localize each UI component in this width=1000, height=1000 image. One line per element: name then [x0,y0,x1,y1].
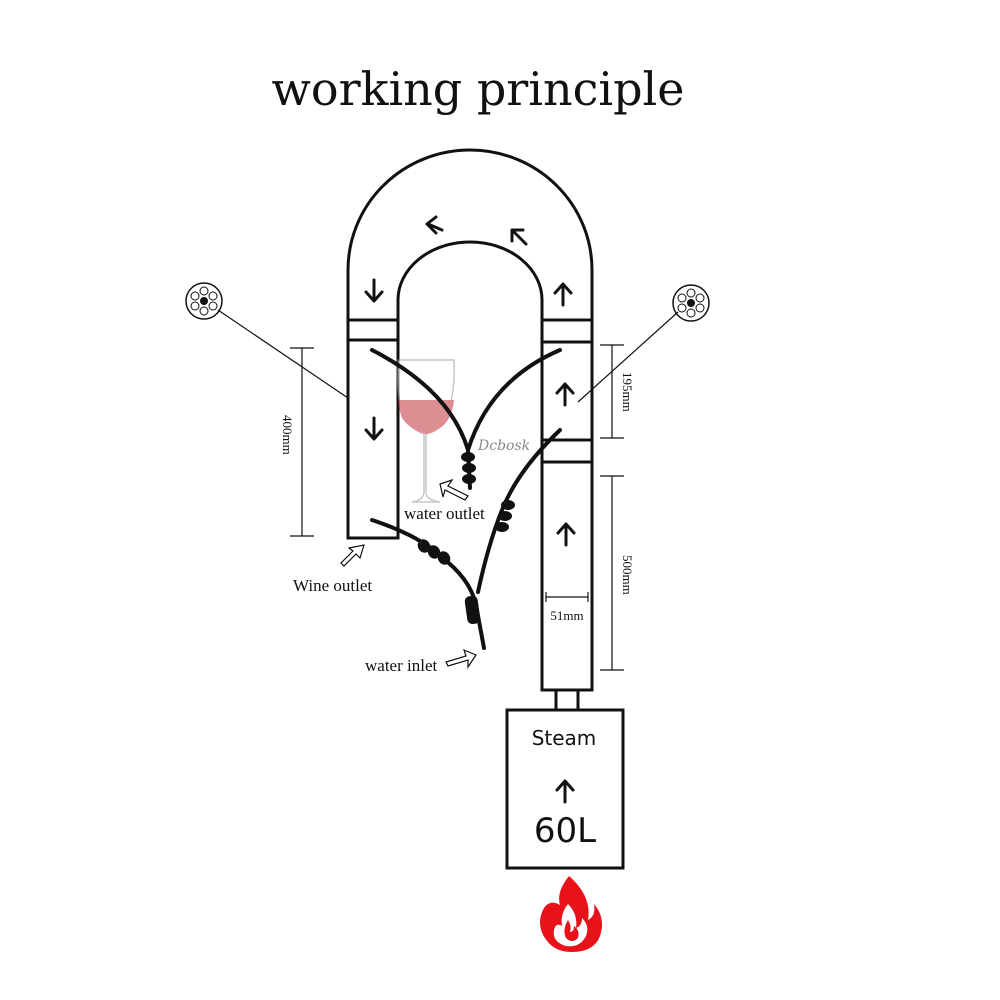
arrow-up-left-icon [510,228,528,246]
flange-leader-right [577,311,679,403]
watermark-text: Dcbosk [477,438,530,454]
steam-arrow-icon [555,779,575,804]
arrow-down-icon [364,416,384,441]
u-bend-tube [346,148,594,347]
water-inlet-label: water inlet [365,656,437,675]
dimension-label-195: 195mm [620,372,635,412]
dimension-label-51: 51mm [550,608,583,623]
boiler-tank [505,708,625,870]
steam-label: Steam [532,726,597,750]
hollow-arrow-icon [340,544,365,567]
arrow-up-icon [553,282,573,307]
tank-volume: 60L [534,811,596,851]
wine-glass-icon [396,359,455,503]
arrow-up-icon [555,382,575,407]
dimension-right-lower [600,475,624,671]
dimension-right-upper [600,344,624,439]
flow-arrows [364,215,576,547]
hose-connectors [417,452,515,625]
flange-icon [185,282,223,320]
page-title: working principle [272,62,685,116]
flame-icon [540,876,602,952]
dimension-label-400: 400mm [280,415,295,455]
dimension-label-500: 500mm [620,555,635,595]
right-column-lower [540,460,594,712]
flange-leader-left [217,309,349,399]
arrow-up-icon [556,522,576,547]
arrow-left-icon [425,215,444,235]
flange-icon [672,284,710,322]
hollow-arrow-icon [439,478,469,501]
dimension-diameter [545,592,589,602]
hollow-arrow-icon [445,648,477,669]
arrow-down-icon [364,278,384,303]
water-outlet-label: water outlet [404,504,485,523]
dimension-left [290,347,314,537]
wine-outlet-label: Wine outlet [293,576,372,595]
